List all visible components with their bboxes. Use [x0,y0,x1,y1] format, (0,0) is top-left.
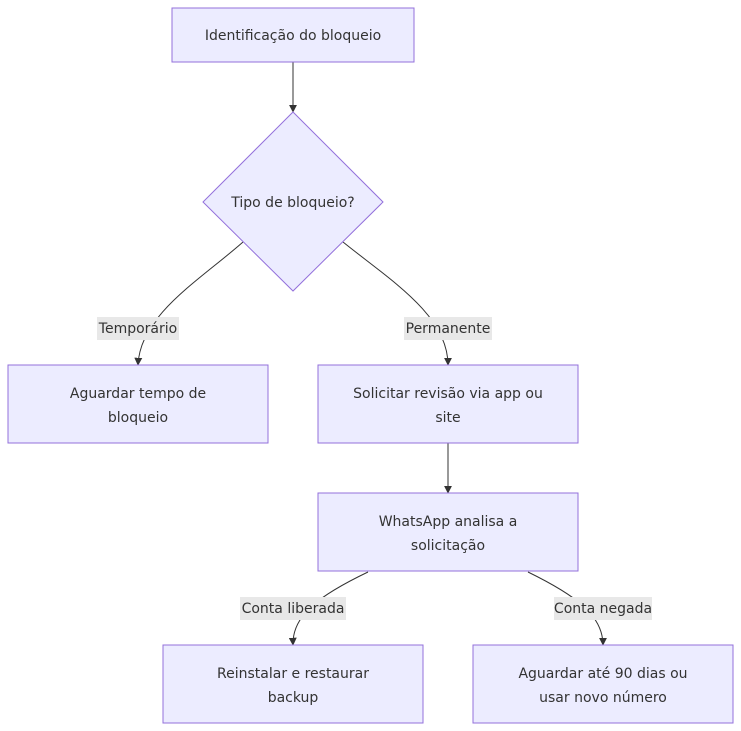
edge-label-permanente: Permanente [404,317,492,340]
node-aguardar-tempo-de-bloqueio: Aguardar tempo de bloqueio [7,364,269,444]
svg-text:Permanente: Permanente [406,321,491,337]
node-identificacao-do-bloqueio: Identificação do bloqueio [171,7,415,63]
node-reinstalar-e-restaurar: Reinstalar e restaurar backup [162,644,424,724]
svg-text:backup: backup [268,690,319,706]
node-solicitar-revisao: Solicitar revisão via app ou site [317,364,579,444]
svg-text:Solicitar revisão via app ou: Solicitar revisão via app ou [353,386,543,402]
svg-text:site: site [435,410,460,426]
edge-label-conta-liberada: Conta liberada [240,597,346,620]
svg-text:Tipo de bloqueio?: Tipo de bloqueio? [230,195,354,211]
svg-text:Conta negada: Conta negada [554,601,652,617]
svg-text:WhatsApp analisa a: WhatsApp analisa a [379,514,518,530]
edge-label-conta-negada: Conta negada [554,597,652,620]
decision-tipo-de-bloqueio: Tipo de bloqueio? [202,111,384,292]
svg-text:Identificação do bloqueio: Identificação do bloqueio [205,28,381,44]
svg-text:Conta liberada: Conta liberada [242,601,345,617]
svg-text:usar novo número: usar novo número [539,690,667,706]
svg-text:solicitação: solicitação [411,538,485,554]
svg-text:Aguardar até 90 dias ou: Aguardar até 90 dias ou [518,666,687,682]
node-aguardar-90-dias: Aguardar até 90 dias ou usar novo número [472,644,734,724]
svg-text:Reinstalar e restaurar: Reinstalar e restaurar [217,666,369,682]
svg-text:bloqueio: bloqueio [108,410,168,426]
edge-label-temporario: Temporário [97,317,179,340]
node-whatsapp-analisa: WhatsApp analisa a solicitação [317,492,579,572]
svg-text:Aguardar tempo de: Aguardar tempo de [70,386,206,402]
svg-text:Temporário: Temporário [98,321,177,337]
edge-tipo-to-solicitar [342,241,452,366]
edge-tipo-to-aguardar [134,241,244,366]
